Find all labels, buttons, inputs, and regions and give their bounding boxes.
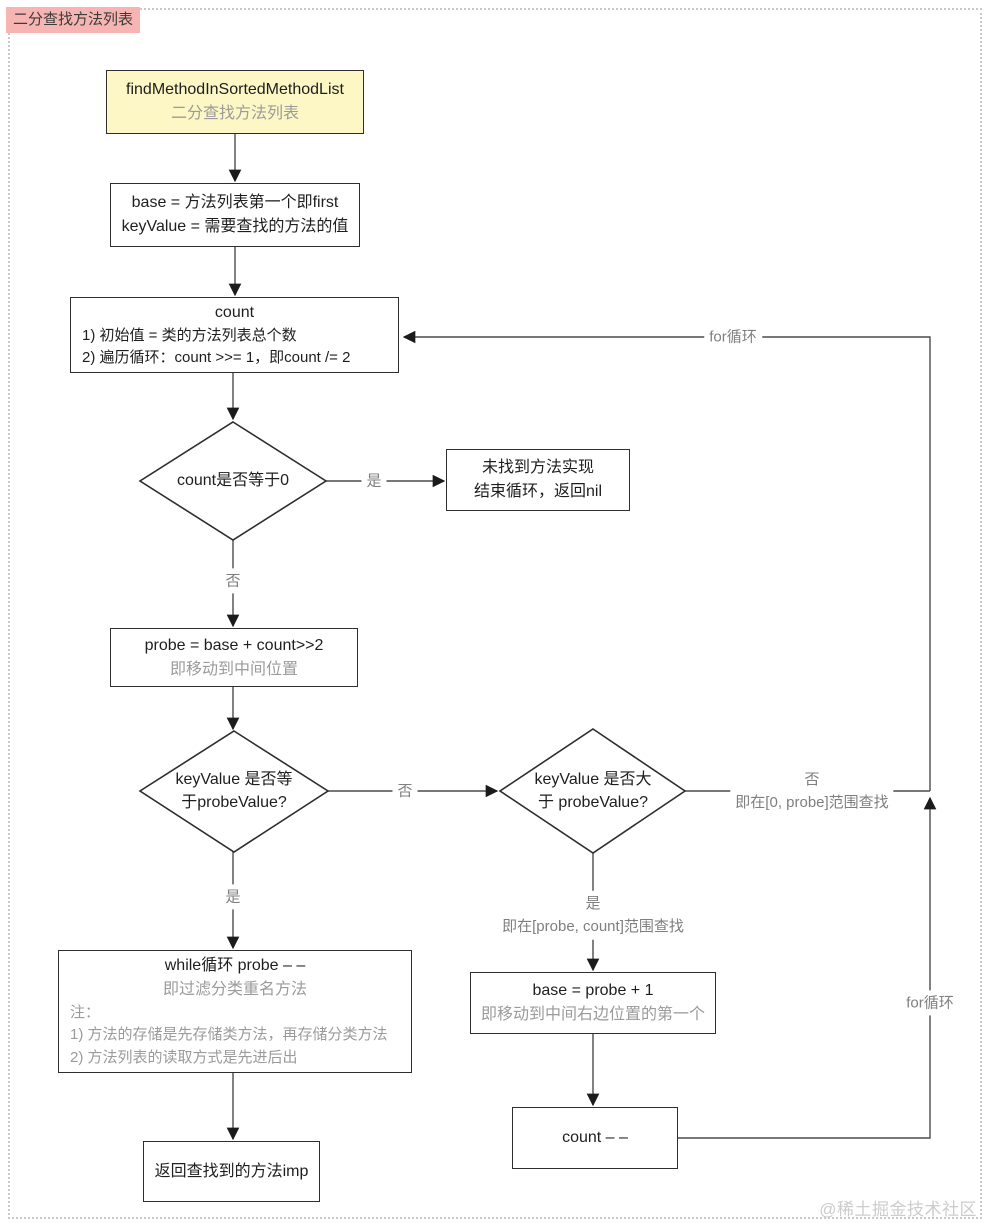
label-yes-2: 是 [220, 884, 246, 910]
node-not-found: 未找到方法实现 结束循环，返回nil [446, 449, 630, 511]
start-title: findMethodInSortedMethodList [126, 81, 344, 98]
edge-countdec-loop-up [678, 796, 937, 1139]
label-no-2: 否 [392, 778, 418, 804]
label-for-loop-right: for循环 [901, 990, 959, 1016]
label-yes-1: 是 [361, 468, 387, 494]
while-note: 注： [70, 1003, 101, 1021]
node-count-dec: count – – [512, 1107, 678, 1169]
decision3-diamond-shape [498, 728, 687, 854]
label-no-3: 否 即在[0, probe]范围查找 [730, 766, 894, 816]
return-imp-text: 返回查找到的方法imp [154, 1162, 309, 1180]
label-yes-3-line1: 是 [585, 894, 601, 912]
count-item2: 2) 遍历循环：count >>= 1，即count /= 2 [82, 349, 351, 366]
node-init: base = 方法列表第一个即first keyValue = 需要查找的方法的… [110, 183, 360, 247]
probe-line2: 即移动到中间位置 [169, 660, 298, 678]
decision2-diamond-shape [138, 730, 330, 853]
node-while-loop: while循环 probe – – 即过滤分类重名方法 注： 1) 方法的存储是… [58, 950, 412, 1073]
init-line1: base = 方法列表第一个即first [131, 194, 339, 211]
not-found-line1: 未找到方法实现 [481, 459, 594, 476]
node-probe: probe = base + count>>2 即移动到中间位置 [110, 628, 358, 687]
while-line2: 即过滤分类重名方法 [162, 980, 307, 998]
watermark: @稀土掘金技术社区 [819, 1200, 977, 1219]
node-count: count 1) 初始值 = 类的方法列表总个数 2) 遍历循环：count >… [70, 297, 399, 373]
count-dec-text: count – – [562, 1129, 628, 1146]
label-no-3-line2: 即在[0, probe]范围查找 [735, 794, 889, 811]
while-item1: 1) 方法的存储是先存储类方法，再存储分类方法 [70, 1026, 388, 1044]
label-for-loop-top: for循环 [704, 324, 762, 350]
node-base-probe: base = probe + 1 即移动到中间右边位置的第一个 [470, 972, 716, 1034]
label-yes-3-line2: 即在[probe, count]范围查找 [502, 918, 684, 935]
label-yes-3: 是 即在[probe, count]范围查找 [497, 890, 689, 940]
while-item2: 2) 方法列表的读取方式是先进后出 [70, 1048, 298, 1066]
decision1-diamond-shape [138, 421, 328, 541]
label-no-3-line1: 否 [804, 770, 820, 788]
count-title: count [214, 303, 255, 321]
while-line1: while循环 probe – – [164, 956, 306, 974]
probe-line1: probe = base + count>>2 [144, 636, 324, 654]
base-probe-line2: 即移动到中间右边位置的第一个 [480, 1006, 705, 1023]
count-item1: 1) 初始值 = 类的方法列表总个数 [82, 326, 297, 344]
base-probe-line1: base = probe + 1 [532, 982, 654, 999]
not-found-line2: 结束循环，返回nil [473, 483, 602, 500]
node-return-imp: 返回查找到的方法imp [143, 1141, 320, 1202]
node-start: findMethodInSortedMethodList 二分查找方法列表 [106, 70, 364, 134]
init-line2: keyValue = 需要查找的方法的值 [121, 218, 349, 235]
label-no-1: 否 [220, 568, 246, 594]
edge-forloop-to-count [402, 330, 931, 791]
page-title-badge: 二分查找方法列表 [6, 7, 141, 33]
start-subtitle: 二分查找方法列表 [170, 105, 299, 122]
